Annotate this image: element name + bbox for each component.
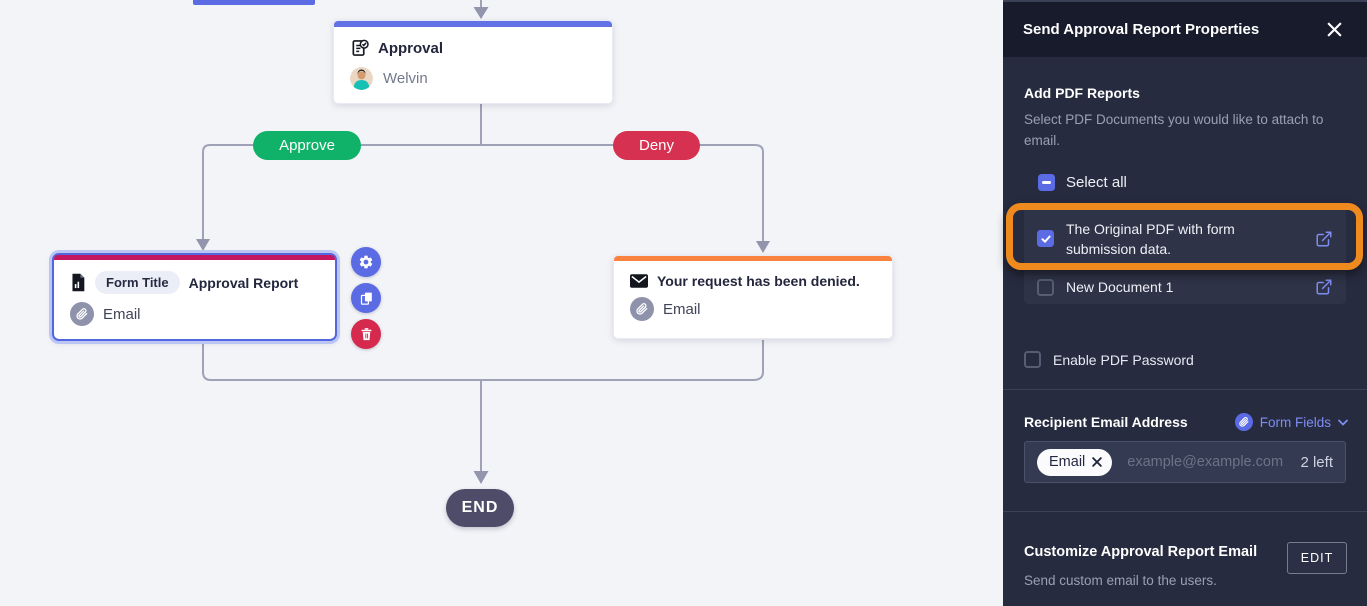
close-icon [1091, 456, 1103, 468]
divider [1003, 389, 1367, 390]
pdf-document-list: The Original PDF with form submission da… [1024, 207, 1346, 304]
pdf-section-heading: Add PDF Reports [1024, 85, 1140, 101]
email-chip-label: Email [1049, 454, 1086, 470]
approve-branch-label: Approve [253, 131, 361, 160]
pdf-document-item[interactable]: The Original PDF with form submission da… [1024, 207, 1346, 270]
panel-title: Send Approval Report Properties [1023, 21, 1260, 38]
offscreen-node-edge [193, 0, 315, 5]
remove-chip-button[interactable] [1091, 456, 1103, 468]
panel-header: Send Approval Report Properties [1003, 0, 1367, 57]
document-label: New Document 1 [1066, 279, 1174, 295]
approval-report-node[interactable]: Form Title Approval Report Email [52, 253, 337, 341]
select-all-label: Select all [1066, 174, 1127, 191]
report-node-title: Approval Report [188, 274, 299, 291]
paperclip-icon [1234, 413, 1253, 431]
form-fields-label: Form Fields [1259, 414, 1331, 430]
approval-node-color-bar [334, 21, 612, 27]
external-link-icon [1315, 230, 1333, 248]
gear-icon [358, 254, 374, 270]
divider [1003, 511, 1367, 512]
enable-pdf-password-row[interactable]: Enable PDF Password [1024, 351, 1194, 368]
email-chip[interactable]: Email [1037, 448, 1113, 476]
recipient-header-row: Recipient Email Address Form Fields [1024, 413, 1348, 431]
customize-description: Send custom email to the users. [1024, 573, 1217, 588]
approval-stamp-icon [350, 38, 370, 58]
paperclip-icon [70, 302, 94, 326]
denied-node-title: Your request has been denied. [657, 273, 860, 289]
chevron-down-icon [1338, 419, 1348, 426]
pdf-section-description: Select PDF Documents you would like to a… [1024, 112, 1324, 148]
report-node-color-bar [54, 255, 335, 260]
form-fields-dropdown[interactable]: Form Fields [1234, 413, 1348, 431]
denied-email-node[interactable]: Your request has been denied. Email [613, 255, 893, 339]
pdf-password-label: Enable PDF Password [1053, 351, 1194, 368]
end-node: END [446, 489, 514, 527]
document-label: The Original PDF with form submission da… [1066, 220, 1235, 257]
open-document-button[interactable] [1315, 278, 1333, 296]
recipient-email-input[interactable]: Email example@example.com 2 left [1024, 441, 1346, 483]
approval-node-title: Approval [378, 39, 444, 57]
node-action-buttons [351, 247, 381, 349]
edit-email-button[interactable]: EDIT [1287, 542, 1347, 574]
close-button[interactable] [1322, 17, 1347, 42]
delete-button[interactable] [351, 319, 381, 349]
report-attachment-label: Email [103, 305, 141, 323]
duplicate-button[interactable] [351, 283, 381, 313]
pdf-document-icon [70, 273, 86, 292]
workflow-canvas[interactable]: Approval Welvin Approve Deny [0, 0, 1003, 606]
recipient-heading: Recipient Email Address [1024, 414, 1188, 430]
panel-body: Add PDF Reports Select PDF Documents you… [1003, 57, 1367, 606]
copy-icon [359, 291, 374, 306]
close-icon [1326, 21, 1343, 38]
pdf-document-item[interactable]: New Document 1 [1024, 270, 1346, 304]
trash-icon [359, 327, 374, 342]
select-all-checkbox[interactable] [1038, 174, 1055, 191]
properties-panel: Send Approval Report Properties Add PDF … [1003, 0, 1367, 606]
approval-node[interactable]: Approval Welvin [333, 20, 613, 104]
open-document-button[interactable] [1315, 230, 1333, 248]
email-input-placeholder: example@example.com [1127, 454, 1284, 470]
remaining-count: 2 left [1300, 453, 1333, 471]
select-all-row[interactable]: Select all [1038, 174, 1127, 191]
denied-node-color-bar [614, 256, 892, 261]
envelope-icon [630, 274, 648, 288]
customize-heading: Customize Approval Report Email [1024, 544, 1258, 560]
pdf-password-checkbox[interactable] [1024, 351, 1041, 368]
external-link-icon [1315, 278, 1333, 296]
denied-attachment-label: Email [663, 300, 701, 318]
document-checkbox-checked[interactable] [1037, 230, 1054, 247]
document-checkbox-unchecked[interactable] [1037, 278, 1054, 296]
settings-button[interactable] [351, 247, 381, 277]
assignee-name: Welvin [383, 70, 428, 87]
paperclip-icon [630, 297, 654, 321]
deny-branch-label: Deny [613, 131, 700, 160]
form-title-badge: Form Title [95, 271, 180, 294]
assignee-avatar [350, 67, 373, 90]
